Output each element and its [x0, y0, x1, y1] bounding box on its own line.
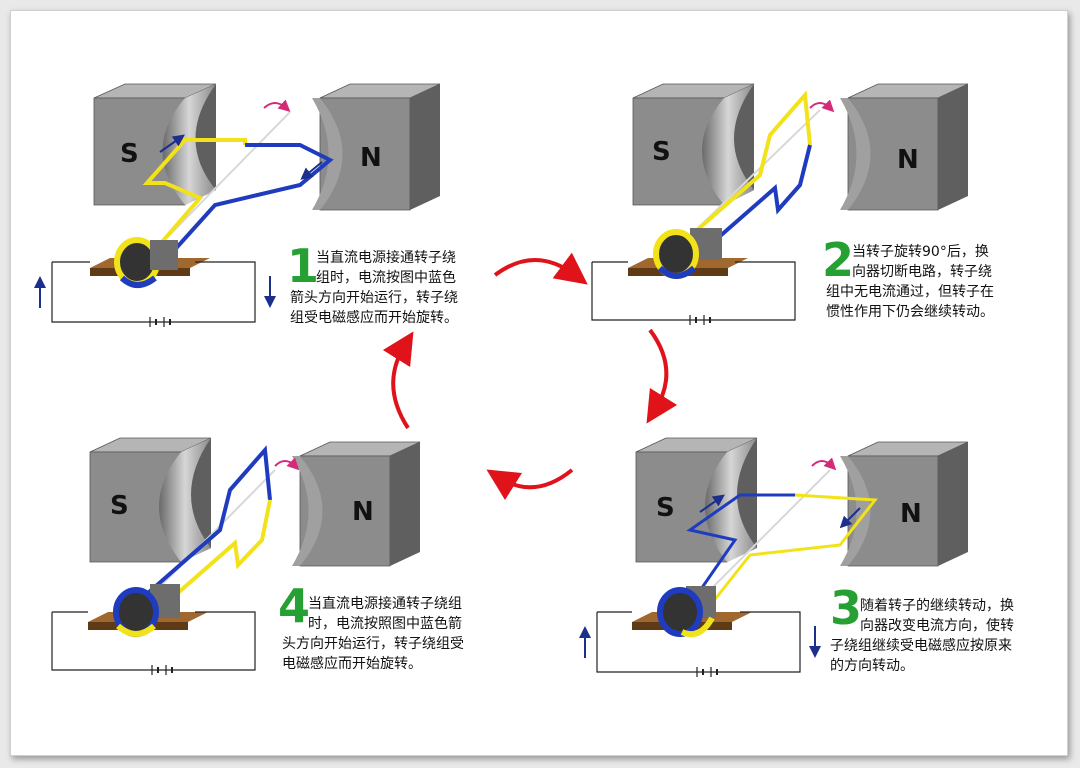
magnet-s-letter: S — [652, 137, 671, 167]
coil-yellow — [678, 90, 812, 247]
coil-blue — [693, 144, 812, 260]
caption-line: 的方向转动。 — [830, 658, 914, 674]
cycle-arrow-2-to-3 — [646, 328, 678, 424]
caption-line: 头方向开始运行，转子绕组受 — [282, 636, 464, 652]
caption-line: 组受电磁感应而开始旋转。 — [290, 309, 458, 326]
caption-line: 惯性作用下仍会继续转动。 — [826, 303, 994, 320]
panel-step-2: S N 2 当转子旋转90°后，换 向器切断电路，转子绕 组中无电流通过，但转子… — [591, 83, 994, 325]
coil-yellow — [142, 138, 247, 252]
current-arrow — [159, 134, 185, 153]
battery-symbol — [696, 667, 718, 677]
panel-step-3: S N 3 随着转子的继续转动，换 向器改变电流方向，使转 — [579, 437, 1014, 677]
caption-line: 电磁感应而开始旋转。 — [282, 655, 422, 672]
coil-yellow — [153, 499, 272, 615]
battery-symbol — [689, 315, 711, 325]
magnet-north: N — [840, 441, 969, 567]
cycle-arrow-3-to-4 — [486, 468, 574, 501]
circuit-wire — [51, 611, 256, 671]
coil-blue — [168, 143, 334, 257]
cycle-arrow-1-to-2 — [493, 252, 588, 285]
magnet-n-letter: N — [900, 499, 922, 529]
magnet-s-letter: S — [656, 493, 675, 523]
caption-line: 向器改变电流方向，使转 — [860, 617, 1014, 634]
commutator — [657, 587, 703, 637]
coil-blue — [138, 445, 272, 602]
circuit-wire — [596, 611, 801, 673]
rotation-arrow — [263, 99, 291, 113]
caption-line: 时，电流按照图中蓝色箭 — [308, 615, 462, 632]
caption-line: 子绕组继续受电磁感应按原来 — [830, 637, 1012, 654]
magnet-south: S — [635, 437, 758, 563]
rotation-arrow — [811, 457, 837, 471]
magnet-north: N — [840, 83, 969, 211]
panel-step-4: S N 4 当直流电源接通转子绕组 时，电流按照图中蓝色箭 头方向开始运行，转子… — [51, 437, 464, 675]
current-arrow — [699, 494, 725, 513]
magnet-north: N — [312, 83, 441, 211]
caption-line: 向器切断电路，转子绕 — [852, 264, 992, 280]
magnet-n-letter: N — [352, 497, 374, 527]
magnet-south: S — [632, 83, 755, 206]
battery-symbol — [151, 665, 173, 675]
current-arrow — [300, 161, 323, 180]
cycle-arrow-4-to-1 — [382, 331, 414, 430]
rotation-arrow — [274, 457, 300, 471]
coil-blue — [686, 493, 795, 606]
battery-symbol — [149, 317, 171, 327]
step-number: 2 — [822, 233, 854, 287]
caption-line: 当直流电源接通转子绕组 — [308, 595, 462, 612]
caption-line: 当转子旋转90°后，换 — [852, 243, 989, 260]
circuit-wire — [591, 261, 796, 321]
magnet-s-letter: S — [120, 139, 139, 169]
caption-line: 组中无电流通过，但转子在 — [826, 284, 994, 300]
magnet-north: N — [292, 441, 421, 567]
magnet-n-letter: N — [360, 143, 382, 173]
panel-step-1: S N — [34, 83, 458, 327]
caption-line: 随着转子的继续转动，换 — [860, 597, 1014, 614]
magnet-n-letter: N — [897, 145, 919, 175]
coil-yellow — [703, 493, 878, 613]
step-number: 4 — [278, 579, 310, 633]
step-number: 1 — [287, 239, 319, 293]
circuit-wire — [51, 261, 256, 323]
caption-line: 箭头方向开始运行，转子绕 — [290, 289, 458, 306]
magnet-s-letter: S — [110, 491, 129, 521]
magnet-south: S — [93, 83, 217, 206]
current-arrow — [839, 507, 861, 529]
magnet-south: S — [89, 437, 212, 563]
caption-line: 当直流电源接通转子绕 — [316, 249, 456, 266]
rotation-arrow — [809, 99, 835, 113]
caption-line: 组时，电流按图中蓝色 — [316, 269, 456, 286]
step-number: 3 — [830, 581, 862, 635]
